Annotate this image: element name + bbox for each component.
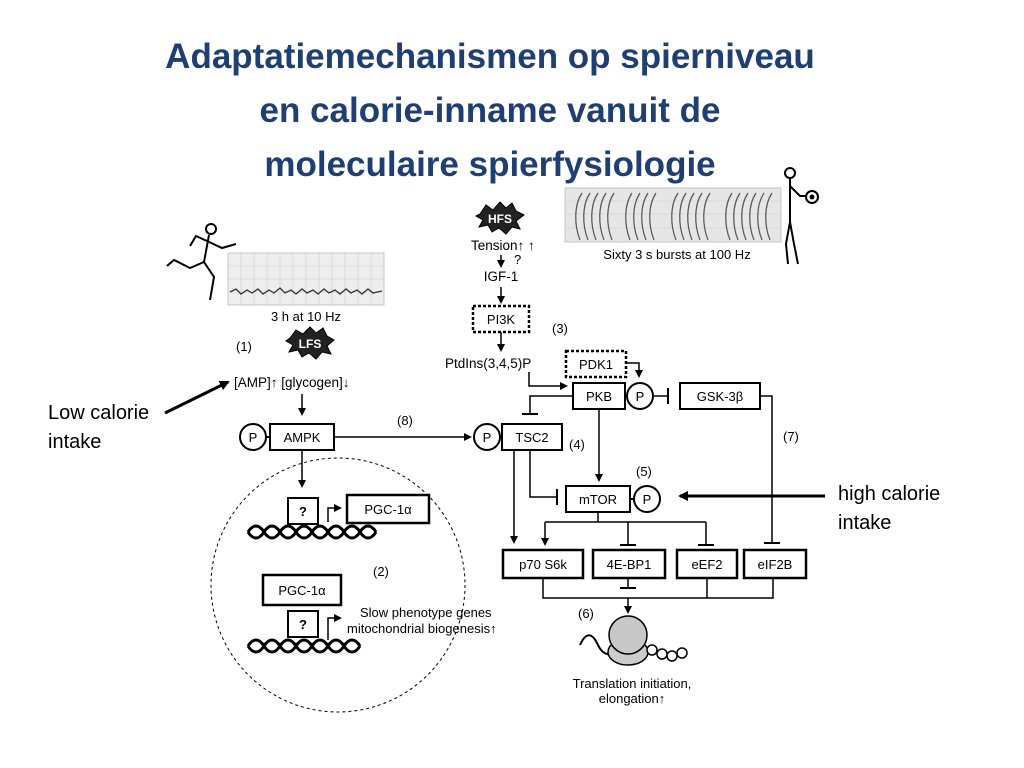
unknown-factor-label-2: ? <box>299 617 307 632</box>
marker-8: (8) <box>397 413 413 428</box>
pkb-phospho-label: P <box>636 389 645 404</box>
eif2b-label: eIF2B <box>758 557 793 572</box>
lfs-burst-icon <box>285 326 335 360</box>
lfs-trace-caption: 3 h at 10 Hz <box>271 309 341 324</box>
pi3k-label: PI3K <box>487 312 516 327</box>
igf1-label: IGF-1 <box>484 269 519 284</box>
mtor-label: mTOR <box>579 492 617 507</box>
marker-2: (2) <box>373 564 389 579</box>
marker-7: (7) <box>783 429 799 444</box>
title-line-2: en calorie-inname vanuit de <box>259 91 721 130</box>
tension-question: ? <box>514 252 521 267</box>
marker-5: (5) <box>636 464 652 479</box>
gsk3b-box <box>679 382 761 410</box>
4ebp1-label: 4E-BP1 <box>607 557 652 572</box>
gsk3b-label: GSK-3β <box>697 389 744 404</box>
slide-title: Adaptatiemechanismen op spierniveau en c… <box>100 30 880 192</box>
ribosome-icon <box>579 615 688 666</box>
4ebp1-box <box>591 548 667 580</box>
unknown-factor-box-1 <box>287 497 319 525</box>
dna-helix-upper <box>246 524 378 540</box>
low-calorie-label: Low calorie intake <box>48 402 150 453</box>
marker-4: (4) <box>569 437 585 452</box>
translation-text-2: elongation↑ <box>599 691 666 706</box>
lfs-label: LFS <box>299 337 322 351</box>
ampk-label: AMPK <box>284 430 321 445</box>
pdk1-label: PDK1 <box>579 357 613 372</box>
marker-1: (1) <box>236 339 252 354</box>
ampk-phospho-label: P <box>249 430 258 445</box>
pdk1-box <box>564 349 628 379</box>
pgc1a-gene-box <box>345 493 431 525</box>
tsc2-phospho-label: P <box>483 430 492 445</box>
ptdins-label: PtdIns(3,4,5)P <box>445 356 531 371</box>
slow-genes-text: Slow phenotype genes <box>360 605 492 620</box>
low-calorie-arrow <box>164 380 230 415</box>
eif2b-box <box>742 548 808 580</box>
mtor-phospho-label: P <box>643 492 652 507</box>
runner-figure <box>166 223 237 301</box>
pgc1a-protein-label: PGC-1α <box>278 583 326 598</box>
eef2-label: eEF2 <box>691 557 722 572</box>
dna-helix-lower <box>246 638 362 654</box>
translation-text-1: Translation initiation, <box>573 676 692 691</box>
tension-text: Tension↑ ↑ <box>471 238 535 253</box>
marker-3: (3) <box>552 321 568 336</box>
high-calorie-label: high calorie intake <box>838 483 941 534</box>
pgc1a-gene-label: PGC-1α <box>364 502 412 517</box>
nucleus-dashed-circle <box>210 457 466 713</box>
weightlifter-figure <box>784 167 819 265</box>
tsc2-label: TSC2 <box>515 430 548 445</box>
hfs-trace-panel <box>564 187 782 243</box>
title-line-3: moleculaire spierfysiologie <box>264 145 716 184</box>
mito-text: mitochondrial biogenesis↑ <box>347 621 497 636</box>
unknown-factor-label-1: ? <box>299 504 307 519</box>
pi3k-box <box>471 304 531 334</box>
title-line-1: Adaptatiemechanismen op spierniveau <box>165 37 815 76</box>
p70s6k-label: p70 S6k <box>519 557 567 572</box>
tsc2-box <box>501 423 563 451</box>
ampk-box <box>269 423 335 451</box>
hfs-trace-caption: Sixty 3 s bursts at 100 Hz <box>603 247 750 262</box>
hfs-label: HFS <box>488 212 512 226</box>
unknown-factor-box-2 <box>287 610 319 638</box>
marker-6: (6) <box>578 606 594 621</box>
hfs-burst-icon <box>474 201 525 235</box>
pgc1a-protein-box <box>261 573 343 607</box>
pkb-label: PKB <box>586 389 612 404</box>
lfs-trace-panel <box>227 252 385 306</box>
amp-glycogen-text: [AMP]↑ [glycogen]↓ <box>234 375 350 390</box>
